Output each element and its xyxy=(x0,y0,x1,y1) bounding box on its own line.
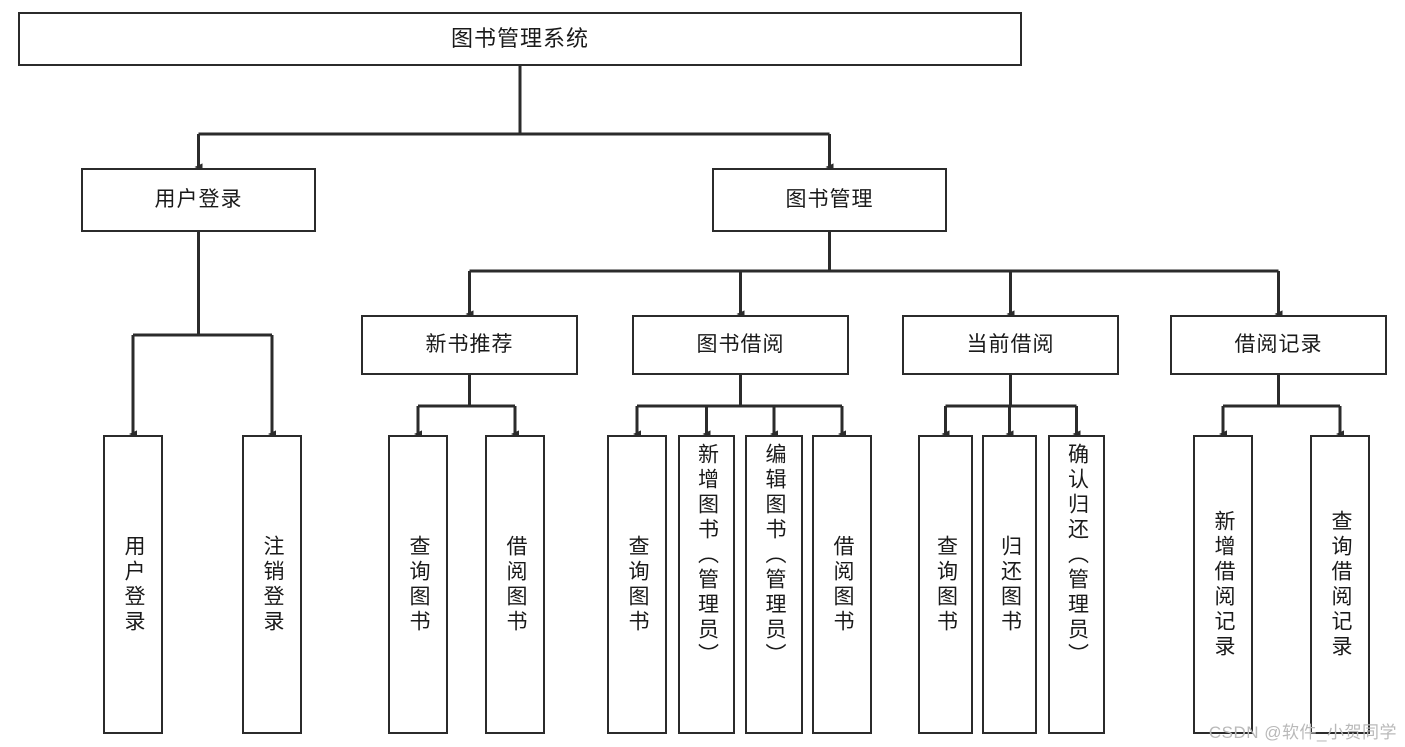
node-l-cu-return: 归还图书 xyxy=(982,435,1037,734)
node-l-nb-query: 查询图书 xyxy=(388,435,448,734)
node-label: 图书管理 xyxy=(785,188,874,212)
node-l-bk-edit: 编辑图书（管理员） xyxy=(745,435,803,734)
node-root: 图书管理系统 xyxy=(18,12,1022,66)
node-records: 借阅记录 xyxy=(1170,315,1387,375)
node-label: 查询图书 xyxy=(407,534,431,635)
node-l-cu-confirm: 确认归还（管理员） xyxy=(1048,435,1105,734)
node-label: 查询图书 xyxy=(626,534,650,635)
node-l-bk-borrow: 借阅图书 xyxy=(812,435,872,734)
node-label: 查询图书 xyxy=(934,534,958,635)
node-label: 确认归还（管理员） xyxy=(1065,443,1089,668)
node-current: 当前借阅 xyxy=(902,315,1119,375)
node-l-login: 用户登录 xyxy=(103,435,163,734)
connector-lines xyxy=(129,66,1345,438)
node-l-bk-add: 新增图书（管理员） xyxy=(678,435,735,734)
node-label: 查询借阅记录 xyxy=(1329,509,1353,660)
node-label: 编辑图书（管理员） xyxy=(763,443,787,668)
node-borrow: 图书借阅 xyxy=(632,315,849,375)
node-l-bk-query: 查询图书 xyxy=(607,435,667,734)
node-label: 借阅图书 xyxy=(831,534,855,635)
node-l-cu-query: 查询图书 xyxy=(918,435,973,734)
node-label: 注销登录 xyxy=(261,534,285,635)
node-l-rc-query: 查询借阅记录 xyxy=(1310,435,1370,734)
node-label: 借阅记录 xyxy=(1234,333,1323,357)
node-label: 借阅图书 xyxy=(504,534,528,635)
node-login: 用户登录 xyxy=(81,168,316,232)
node-newbook: 新书推荐 xyxy=(361,315,578,375)
node-l-logout: 注销登录 xyxy=(242,435,302,734)
node-label: 归还图书 xyxy=(998,534,1022,635)
node-label: 当前借阅 xyxy=(966,333,1055,357)
node-l-rc-add: 新增借阅记录 xyxy=(1193,435,1253,734)
node-label: 新书推荐 xyxy=(425,333,514,357)
csdn-watermark: CSDN @软件_小贺同学 xyxy=(1208,723,1397,742)
node-label: 用户登录 xyxy=(122,534,146,635)
node-label: 图书管理系统 xyxy=(450,25,589,51)
node-label: 用户登录 xyxy=(154,188,243,212)
node-l-nb-borrow: 借阅图书 xyxy=(485,435,545,734)
node-label: 新增借阅记录 xyxy=(1212,509,1236,660)
node-label: 新增图书（管理员） xyxy=(695,443,719,668)
node-bookmgmt: 图书管理 xyxy=(712,168,947,232)
node-label: 图书借阅 xyxy=(696,333,785,357)
